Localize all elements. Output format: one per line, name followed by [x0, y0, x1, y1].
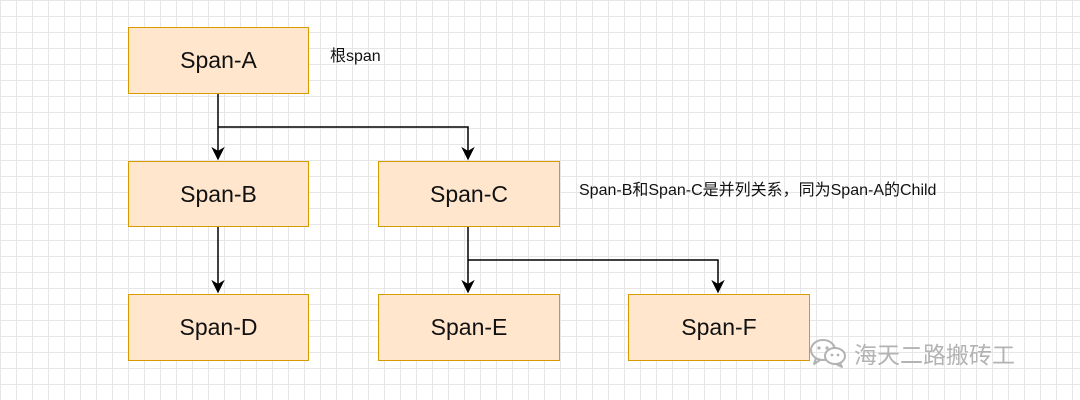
- node-span-d[interactable]: Span-D: [128, 294, 309, 361]
- watermark: 海天二路搬砖工: [808, 336, 1015, 370]
- edge-c-f: [468, 259, 725, 294]
- edge-a-c: [218, 126, 475, 161]
- node-span-c[interactable]: Span-C: [378, 161, 560, 227]
- root-span-note: 根span: [330, 48, 381, 65]
- sibling-relation-note: Span-B和Span-C是并列关系，同为Span-A的Child: [579, 182, 937, 199]
- node-span-a[interactable]: Span-A: [128, 27, 309, 94]
- node-span-b[interactable]: Span-B: [128, 161, 309, 227]
- node-span-f[interactable]: Span-F: [628, 294, 810, 361]
- watermark-text: 海天二路搬砖工: [854, 342, 1015, 368]
- node-span-e[interactable]: Span-E: [378, 294, 560, 361]
- wechat-icon: [808, 337, 848, 369]
